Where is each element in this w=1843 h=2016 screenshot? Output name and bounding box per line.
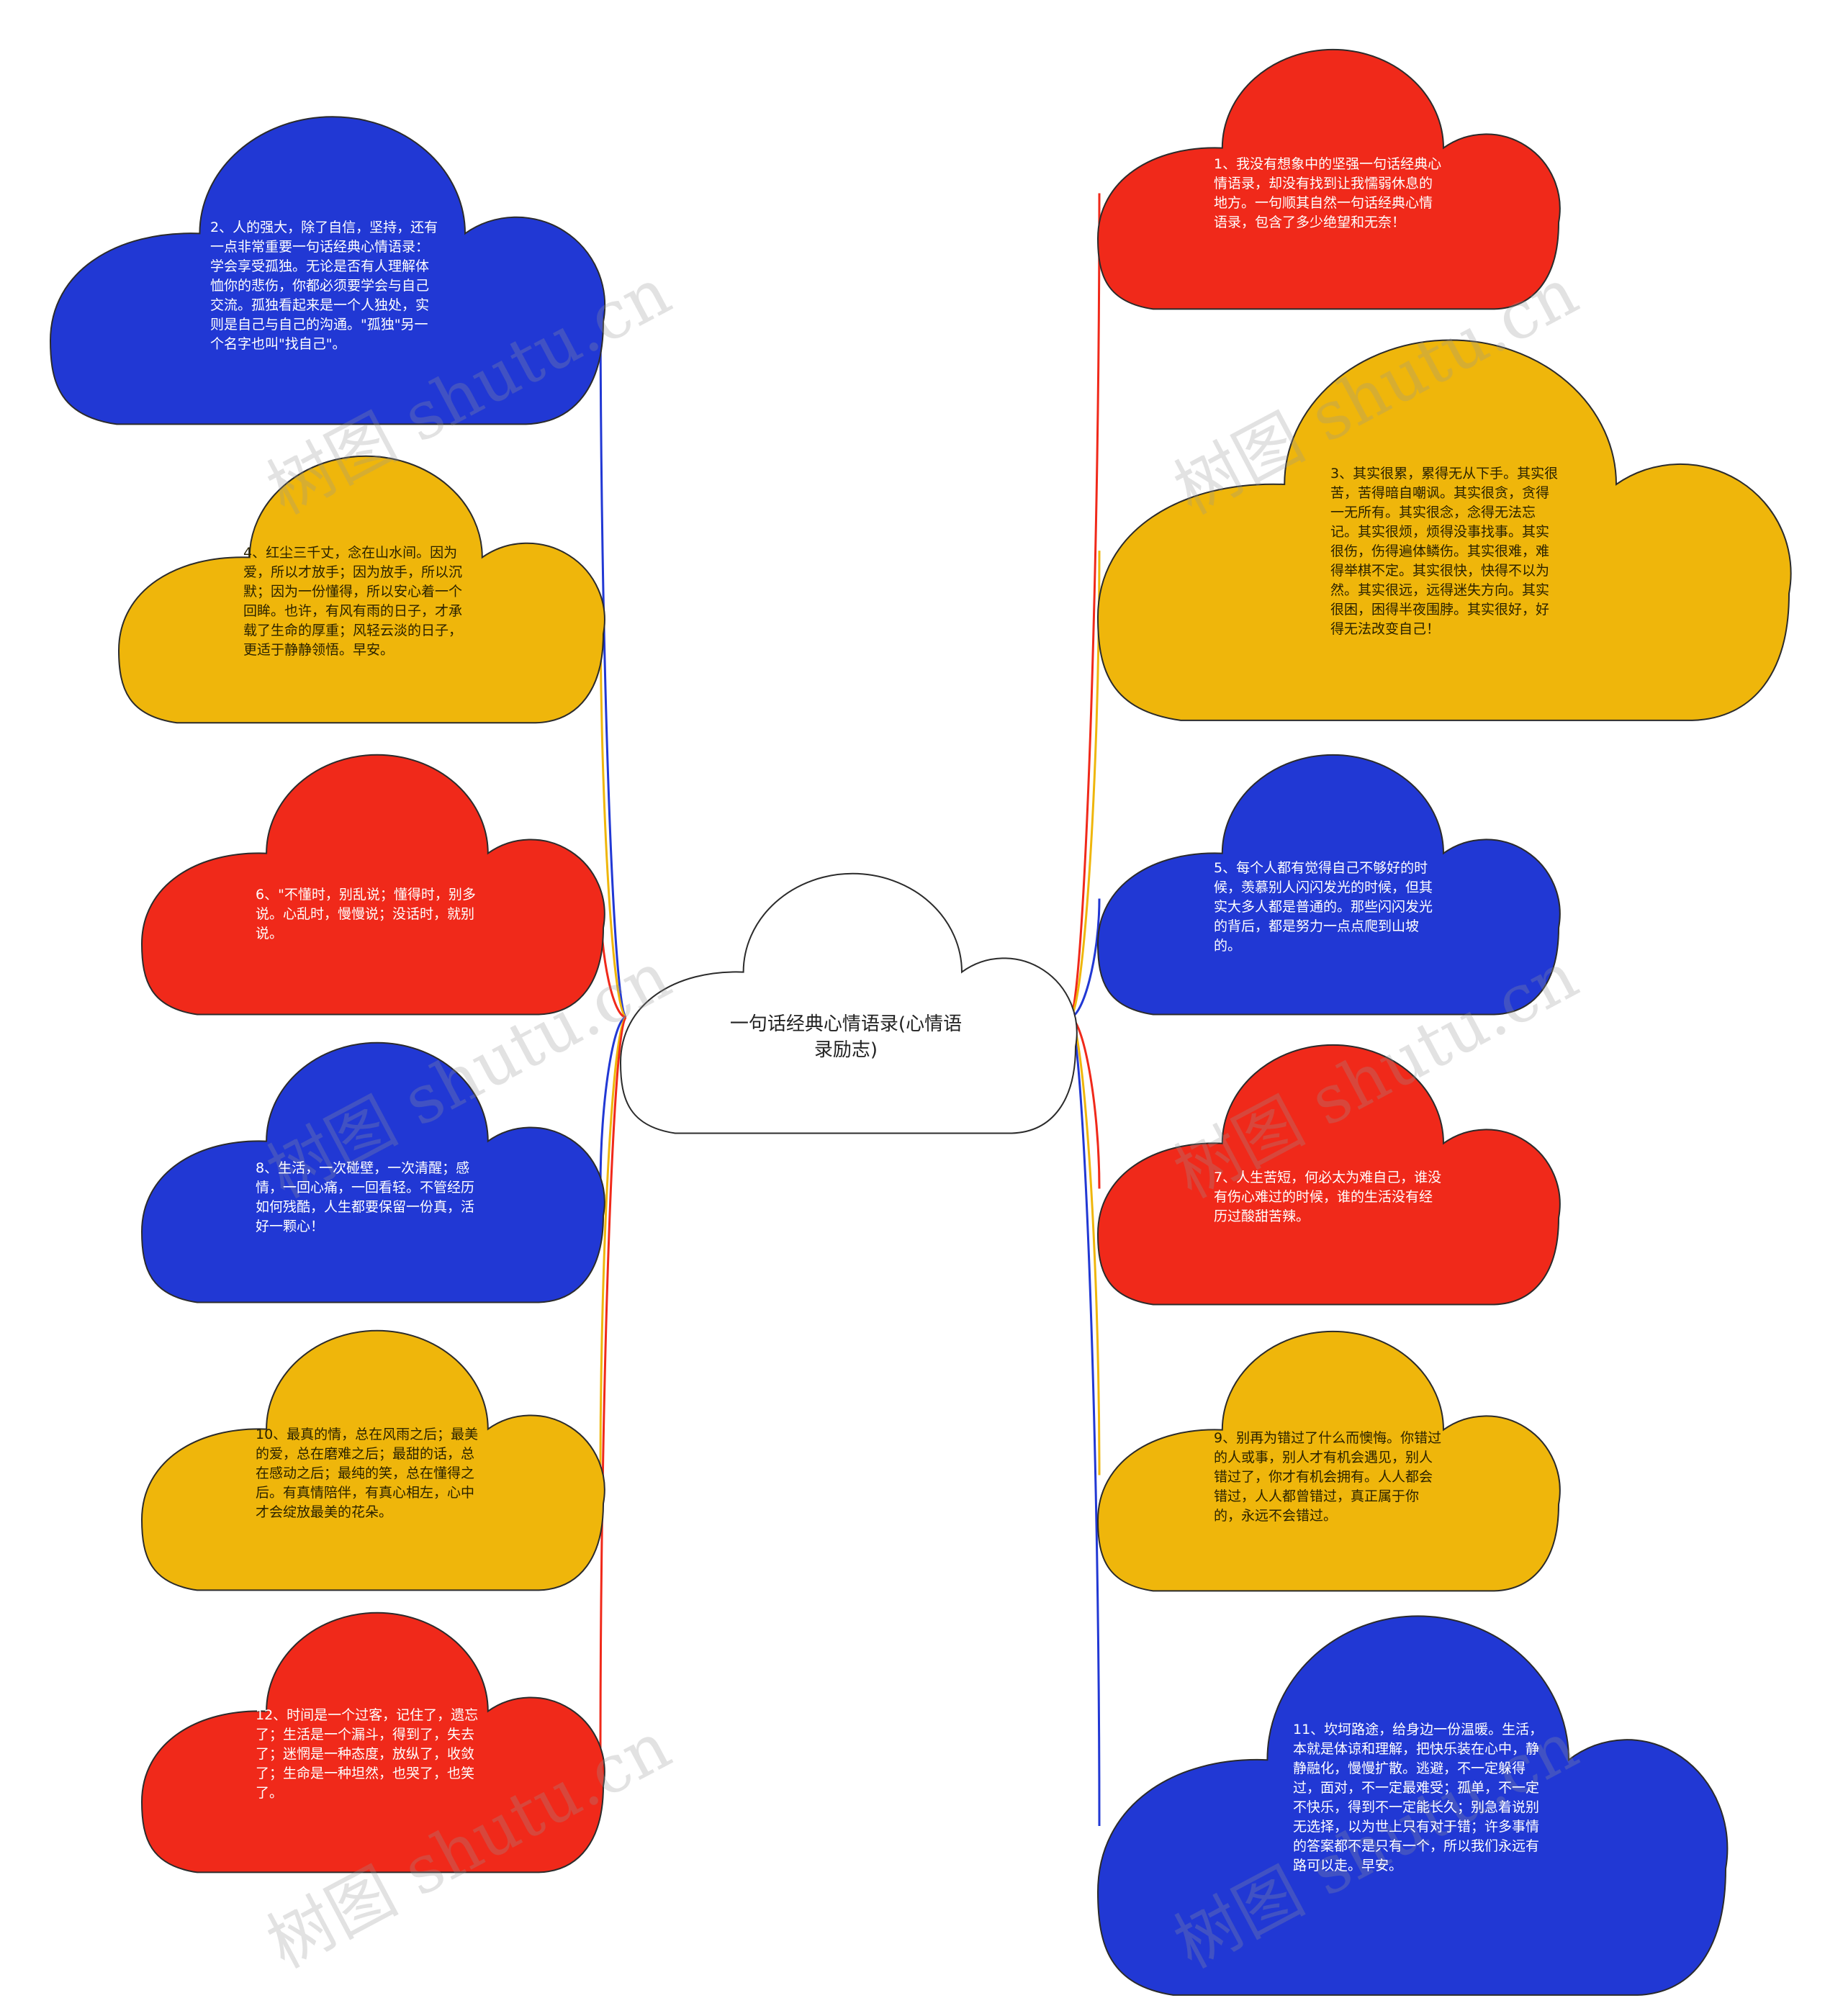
center-topic-cloud[interactable]: [619, 872, 1078, 1134]
cloud-shapes: [49, 48, 1792, 1996]
node-2-cloud[interactable]: [49, 116, 606, 425]
node-12-cloud[interactable]: [140, 1612, 605, 1873]
node-6-text[interactable]: 6、"不懂时，别乱说；懂得时，别多说。心乱时，慢慢说；没话时，就别说。: [256, 887, 476, 941]
connector-line-12: [599, 1016, 628, 1757]
node-10-cloud[interactable]: [140, 1329, 605, 1591]
node-1-text[interactable]: 1、我没有想象中的坚强一句话经典心情语录，却没有找到让我懦弱休息的地方。一句顺其…: [1214, 156, 1442, 230]
node-4-cloud[interactable]: [117, 455, 605, 724]
node-5-cloud[interactable]: [1096, 754, 1561, 1016]
node-7-text[interactable]: 7、人生苦短，何必太为难自己，谁没有伤心难过的时候，谁的生活没有经历过酸甜苦辣。: [1214, 1170, 1442, 1224]
node-11-cloud[interactable]: [1096, 1615, 1729, 1996]
node-8-cloud[interactable]: [140, 1041, 605, 1303]
connector-line-4: [599, 603, 627, 1018]
connector-line-1: [1068, 193, 1101, 1018]
node-4-text[interactable]: 4、红尘三千丈，念在山水间。因为爱，所以才放手；因为放手，所以沉默；因为一份懂得…: [243, 545, 463, 658]
node-10-text[interactable]: 10、最真的情，总在风雨之后；最美的爱，总在磨难之后；最甜的话，总在感动之后；最…: [256, 1427, 479, 1520]
connector-line-10: [599, 1016, 627, 1475]
node-3-cloud[interactable]: [1096, 339, 1792, 721]
connector-line-8: [599, 1016, 627, 1187]
connector-line-2: [599, 286, 628, 1018]
connector-line-3: [1069, 551, 1101, 1018]
node-7-cloud[interactable]: [1096, 1044, 1561, 1306]
node-5-text[interactable]: 5、每个人都有觉得自己不够好的时候，羡慕别人闪闪发光的时候，但其实大多人都是普通…: [1214, 860, 1433, 954]
node-3-text[interactable]: 3、其实很累，累得无从下手。其实很苦，苦得暗自嘲讽。其实很贪，贪得一无所有。其实…: [1330, 466, 1559, 637]
node-2-text[interactable]: 2、人的强大，除了自信，坚持，还有一点非常重要一句话经典心情语录：学会享受孤独。…: [210, 220, 438, 352]
node-12-text[interactable]: 12、时间是一个过客，记住了，遗忘了；生活是一个漏斗，得到了，失去了；迷惘是一种…: [256, 1707, 479, 1801]
node-9-text[interactable]: 9、别再为错过了什么而懊悔。你错过的人或事，别人才有机会遇见，别人错过了，你才有…: [1214, 1430, 1442, 1524]
center-topic-label[interactable]: 一句话经典心情语录(心情语录励志): [729, 1013, 963, 1061]
node-1-cloud[interactable]: [1096, 48, 1561, 310]
node-11-text[interactable]: 11、坎坷路途，给身边一份温暖。生活，本就是体谅和理解，把快乐装在心中，静静融化…: [1293, 1722, 1544, 1873]
node-8-text[interactable]: 8、生活，一次碰壁，一次清醒；感情，一回心痛，一回看轻。不管经历如何残酷，人生都…: [256, 1160, 475, 1234]
connector-line-11: [1068, 1016, 1101, 1827]
node-9-cloud[interactable]: [1096, 1330, 1561, 1592]
node-6-cloud[interactable]: [140, 754, 605, 1016]
